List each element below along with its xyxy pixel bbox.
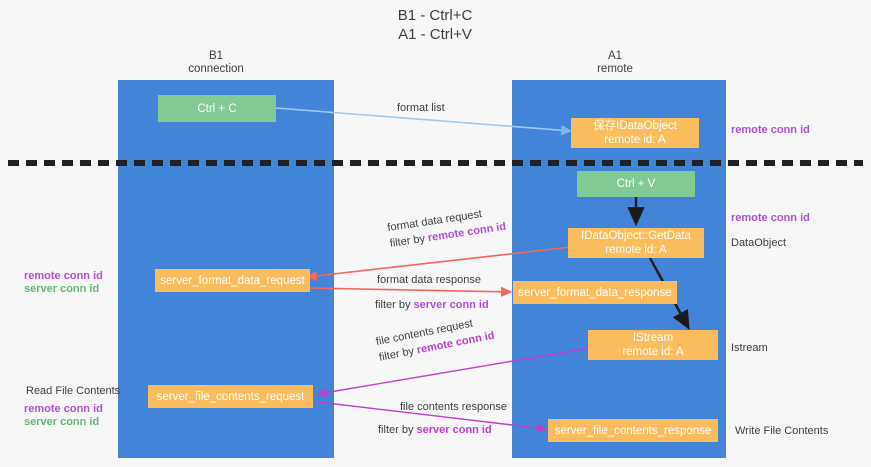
node-istream[interactable]: IStream remote id: A xyxy=(588,330,718,360)
column-header-b1-role: connection xyxy=(188,63,244,75)
annotation-left-server-conn-id-bottom: server conn id xyxy=(24,416,100,428)
node-store-idataobject[interactable]: 保存IDataObject remote id: A xyxy=(571,118,699,148)
node-idataobject-getdata[interactable]: IDataObject::GetData remote id: A xyxy=(568,228,704,258)
annotation-left-server-conn-id-mid: server conn id xyxy=(24,283,100,295)
annotation-right-istream: Istream xyxy=(731,342,768,354)
edge-label-format-data-request-filter-prefix: filter by xyxy=(389,232,429,250)
column-header-a1-name: A1 xyxy=(607,50,623,62)
node-ctrl-v[interactable]: Ctrl + V xyxy=(577,171,695,197)
node-server-file-contents-request[interactable]: server_file_contents_request xyxy=(148,385,313,408)
edge-label-format-list: format list xyxy=(397,102,445,114)
annotation-left-read-file-contents: Read File Contents xyxy=(26,385,121,397)
annotation-right-write-file-contents: Write File Contents xyxy=(735,425,829,437)
diagram-title-line2: A1 - Ctrl+V xyxy=(398,26,472,43)
annotation-right-dataobject: DataObject xyxy=(731,237,787,249)
annotation-right-remote-conn-id-mid: remote conn id xyxy=(731,212,810,224)
annotation-left-remote-conn-id-bottom: remote conn id xyxy=(24,403,103,415)
node-server-file-contents-response[interactable]: server_file_contents_response xyxy=(548,419,718,442)
edge-format-data-response xyxy=(309,286,513,297)
edge-label-file-contents-response: file contents response xyxy=(400,401,508,413)
edge-label-format-data-response-filter-key: server conn id xyxy=(413,299,489,311)
column-header-a1-role: remote xyxy=(597,63,633,75)
node-ctrl-c[interactable]: Ctrl + C xyxy=(158,95,276,122)
node-server-format-data-response[interactable]: server_format_data_response xyxy=(513,281,677,304)
edge-label-file-contents-response-filter-prefix: filter by xyxy=(378,424,417,436)
edge-label-format-data-response: format data response xyxy=(377,274,481,286)
annotation-left-remote-conn-id-mid: remote conn id xyxy=(24,270,103,282)
annotation-right-remote-conn-id-top: remote conn id xyxy=(731,124,810,136)
node-server-format-data-request[interactable]: server_format_data_request xyxy=(155,269,310,292)
edge-label-format-data-response-filter-prefix: filter by xyxy=(375,299,414,311)
column-header-b1-name: B1 xyxy=(208,50,224,62)
diagram-title-line1: B1 - Ctrl+C xyxy=(397,7,473,24)
edge-label-file-contents-response-filter-key: server conn id xyxy=(416,424,492,436)
